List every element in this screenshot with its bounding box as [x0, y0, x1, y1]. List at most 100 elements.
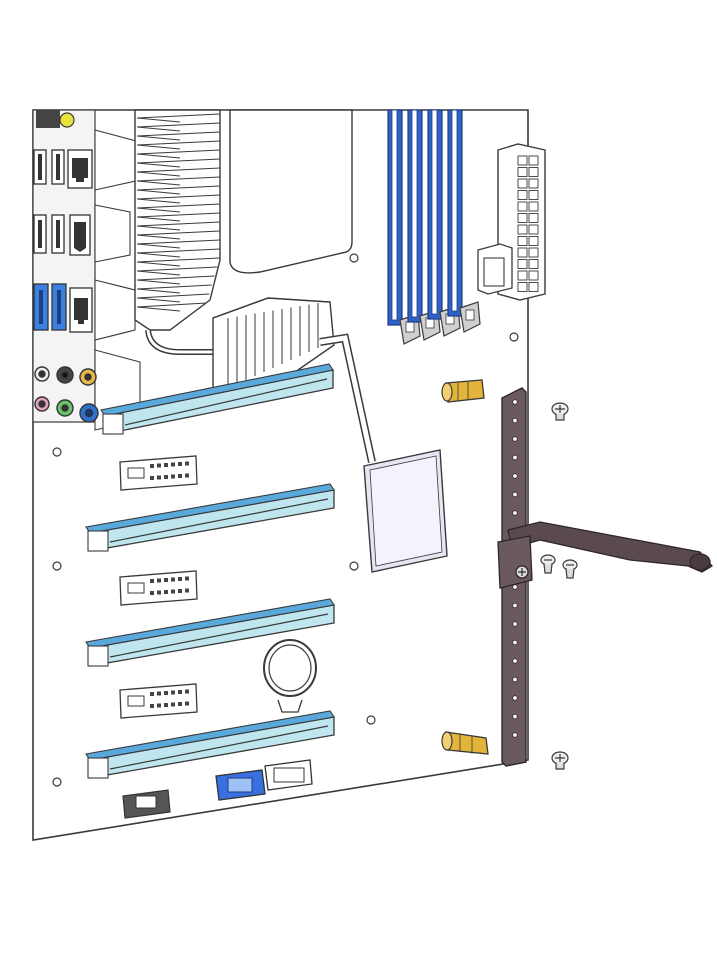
m2-heatsink-plate	[363, 449, 448, 573]
heatsink-fin	[136, 275, 215, 285]
pcie-slots	[85, 363, 335, 779]
bracket-hole	[512, 417, 518, 424]
atx-pin	[517, 201, 528, 212]
atx-pin	[528, 190, 539, 200]
bracket-hole	[512, 695, 518, 701]
bracket-hole	[512, 621, 518, 627]
atx-pin	[528, 155, 539, 166]
io-panel	[32, 109, 141, 431]
heatsink-fin	[136, 167, 221, 177]
atx-pin	[528, 178, 539, 189]
atx-power-connector	[477, 143, 546, 301]
mounting-hole	[366, 715, 376, 725]
heatsink-fin	[136, 203, 221, 213]
atx-pin	[528, 236, 539, 246]
bottom-connectors	[122, 759, 313, 819]
atx-pin	[517, 236, 528, 246]
heatsink-fin	[136, 131, 221, 141]
heatsink-fin	[136, 140, 221, 150]
heatsink-fin	[136, 293, 210, 303]
cpu-area-cover	[229, 109, 353, 274]
pcie-slot	[85, 710, 335, 779]
atx-pin	[517, 190, 528, 200]
usb3-port-group	[33, 283, 93, 333]
heatsink-fins	[136, 113, 221, 312]
bracket-hole	[512, 399, 518, 405]
heatsink-fin	[136, 149, 221, 159]
screw-icon	[551, 751, 569, 770]
atx-pin	[517, 178, 528, 189]
mounting-hole	[52, 777, 62, 787]
bracket-hole	[512, 584, 518, 590]
heatsink-fin	[136, 113, 221, 123]
headers	[119, 455, 198, 719]
atx-pin	[528, 167, 539, 177]
atx-pins	[517, 155, 539, 292]
bracket-hole	[512, 436, 518, 442]
mounting-holes	[52, 253, 519, 787]
bracket-hole	[512, 639, 518, 646]
bracket-hole	[512, 491, 518, 498]
atx-pin	[528, 270, 539, 281]
heatsink-fin	[136, 122, 221, 132]
heatsink-fin	[136, 230, 221, 240]
ram-slot	[447, 109, 481, 333]
bracket-hole	[512, 454, 518, 461]
chipset-cooler-fins	[212, 297, 331, 388]
standoffs	[441, 379, 489, 755]
heatsink-fin	[136, 284, 212, 294]
heatsink-fin	[136, 248, 221, 258]
atx-pin	[517, 282, 528, 292]
atx-pin	[517, 259, 528, 269]
standoff	[441, 731, 489, 755]
atx-pin	[517, 224, 528, 235]
bracket-hole	[512, 602, 518, 609]
atx-pin	[517, 155, 528, 166]
bracket-hole	[512, 676, 518, 683]
onboard-header	[119, 683, 198, 719]
mounting-hole	[349, 253, 359, 263]
support-bracket	[497, 387, 713, 767]
bracket-hole	[512, 732, 518, 738]
heatsink-fin	[136, 176, 221, 186]
bracket-arm	[507, 521, 713, 573]
heatsink-fin	[136, 158, 221, 168]
ram-slot	[427, 109, 461, 337]
heatsink-fin	[136, 266, 218, 276]
heatsink-fin	[136, 239, 221, 249]
heatsink-fin	[136, 194, 221, 204]
usb-port-group	[33, 149, 93, 189]
atx-pin	[517, 213, 528, 223]
standoff	[441, 379, 485, 403]
cpu-heatsink	[134, 109, 221, 331]
heatsink-fin	[136, 185, 221, 195]
screw-icon	[562, 559, 578, 579]
atx-pin	[517, 167, 528, 177]
chipset-cooler	[212, 297, 335, 396]
pcie-slot	[85, 483, 335, 552]
atx-pin	[528, 201, 539, 212]
mounting-hole	[349, 561, 359, 571]
bracket-hole	[512, 510, 518, 516]
onboard-header	[119, 570, 198, 606]
bracket-hole	[512, 658, 518, 664]
atx-pin	[528, 224, 539, 235]
atx-pin	[517, 247, 528, 258]
usb-port-group	[33, 214, 91, 256]
mounting-hole	[52, 447, 62, 457]
pcie-slot	[85, 598, 335, 667]
screws	[540, 402, 578, 770]
audio-jacks	[34, 366, 99, 423]
bracket-hole	[512, 713, 518, 720]
heatsink-fin	[136, 302, 207, 312]
pcie-slot	[100, 363, 334, 435]
heatsink-fin	[136, 221, 221, 231]
atx-pin	[528, 282, 539, 292]
optical-port-icon	[59, 112, 75, 128]
heatsink-fin	[136, 257, 221, 267]
onboard-header	[119, 455, 198, 491]
bracket-hole	[512, 473, 518, 479]
mounting-hole	[52, 561, 62, 571]
atx-pin	[528, 247, 539, 258]
